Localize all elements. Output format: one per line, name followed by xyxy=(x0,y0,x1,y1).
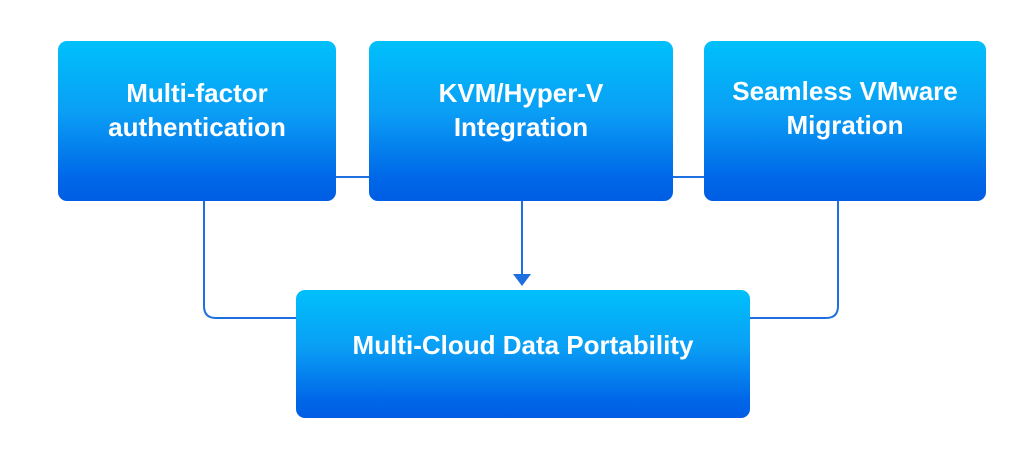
node-multi-cloud-data-portability: Multi-Cloud Data Portability xyxy=(296,290,750,418)
node-label-line1: Seamless VMware xyxy=(732,76,958,106)
node-kvm-hyperv-integration: KVM/Hyper-V Integration xyxy=(369,41,673,201)
node-label: Multi-Cloud Data Portability xyxy=(352,330,694,360)
node-label-line2: Migration xyxy=(786,110,904,140)
node-seamless-vmware-migration: Seamless VMware Migration xyxy=(704,41,986,201)
node-label-line1: Multi-factor xyxy=(126,78,268,108)
node-label-line2: authentication xyxy=(108,112,286,142)
node-label-line2: Integration xyxy=(453,112,589,142)
edge-mfa-portability xyxy=(203,201,296,319)
node-label-line1: KVM/Hyper-V xyxy=(438,78,604,108)
edge-vmware-portability xyxy=(750,201,839,319)
node-multi-factor-authentication: Multi-factor authentication xyxy=(58,41,336,201)
arrowhead-icon xyxy=(513,274,531,286)
